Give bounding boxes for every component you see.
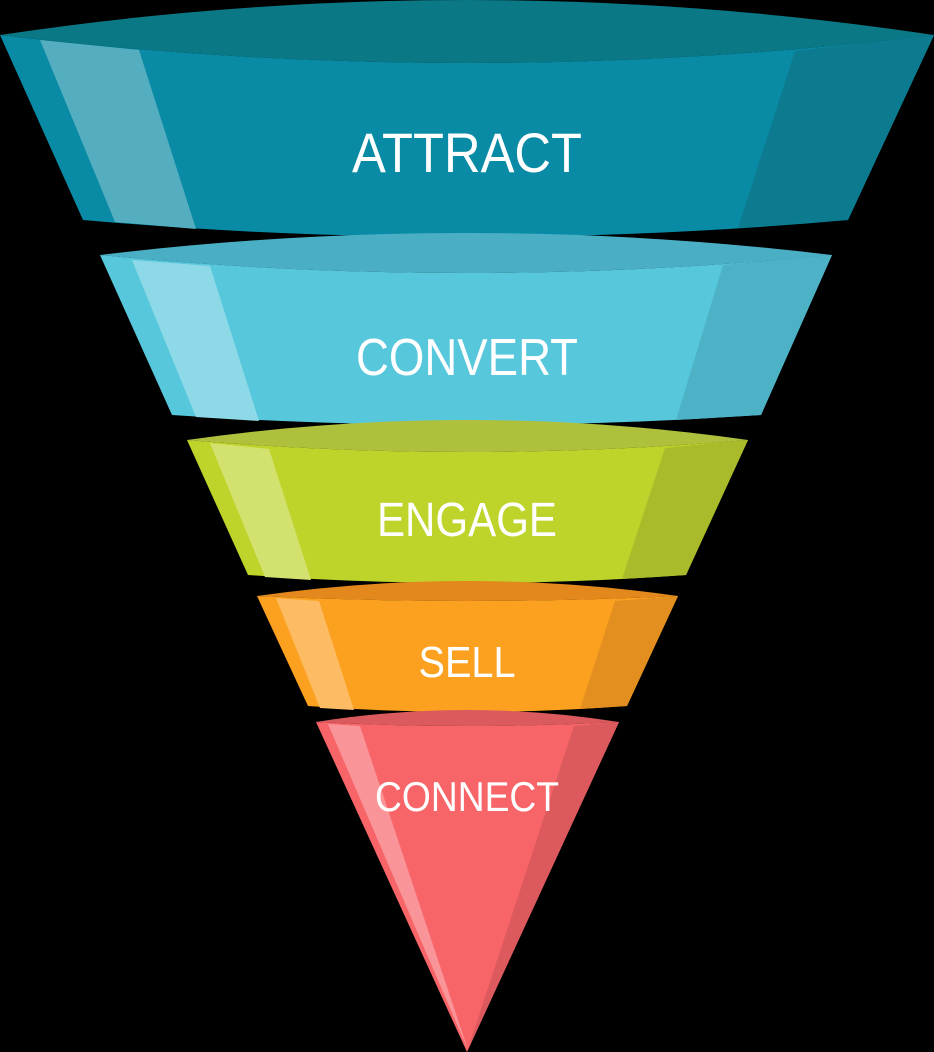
stage-rim (187, 420, 748, 452)
stage-rim (257, 581, 678, 601)
stage-body (316, 722, 619, 1052)
stage-rim (100, 233, 832, 273)
stage-body (100, 255, 832, 425)
stage-body (187, 440, 748, 583)
stage-body (257, 596, 678, 712)
stage-label: ATTRACT (352, 121, 582, 184)
stage-highlight (210, 443, 311, 580)
stage-highlight (276, 598, 354, 710)
funnel-stage-attract: ATTRACT (0, 0, 934, 237)
stage-shadow (622, 440, 748, 579)
stage-shadow (580, 596, 678, 709)
funnel-stage-sell: SELL (257, 581, 678, 712)
stage-highlight (40, 40, 196, 229)
stage-highlight (132, 260, 259, 421)
stage-rim (316, 710, 619, 726)
stage-shadow (676, 255, 832, 420)
stage-body (0, 35, 934, 237)
stage-shadow (467, 722, 619, 1052)
funnel-stage-engage: ENGAGE (187, 420, 748, 583)
funnel-stage-convert: CONVERT (100, 233, 832, 425)
stage-shadow (738, 35, 934, 228)
stage-label: ENGAGE (377, 494, 557, 547)
stage-label: CONNECT (375, 773, 559, 820)
stage-label: CONVERT (356, 329, 578, 387)
stage-rim (0, 0, 934, 63)
funnel-stage-connect: CONNECT (316, 710, 619, 1052)
stage-label: SELL (419, 638, 516, 687)
stage-highlight (328, 724, 468, 1050)
